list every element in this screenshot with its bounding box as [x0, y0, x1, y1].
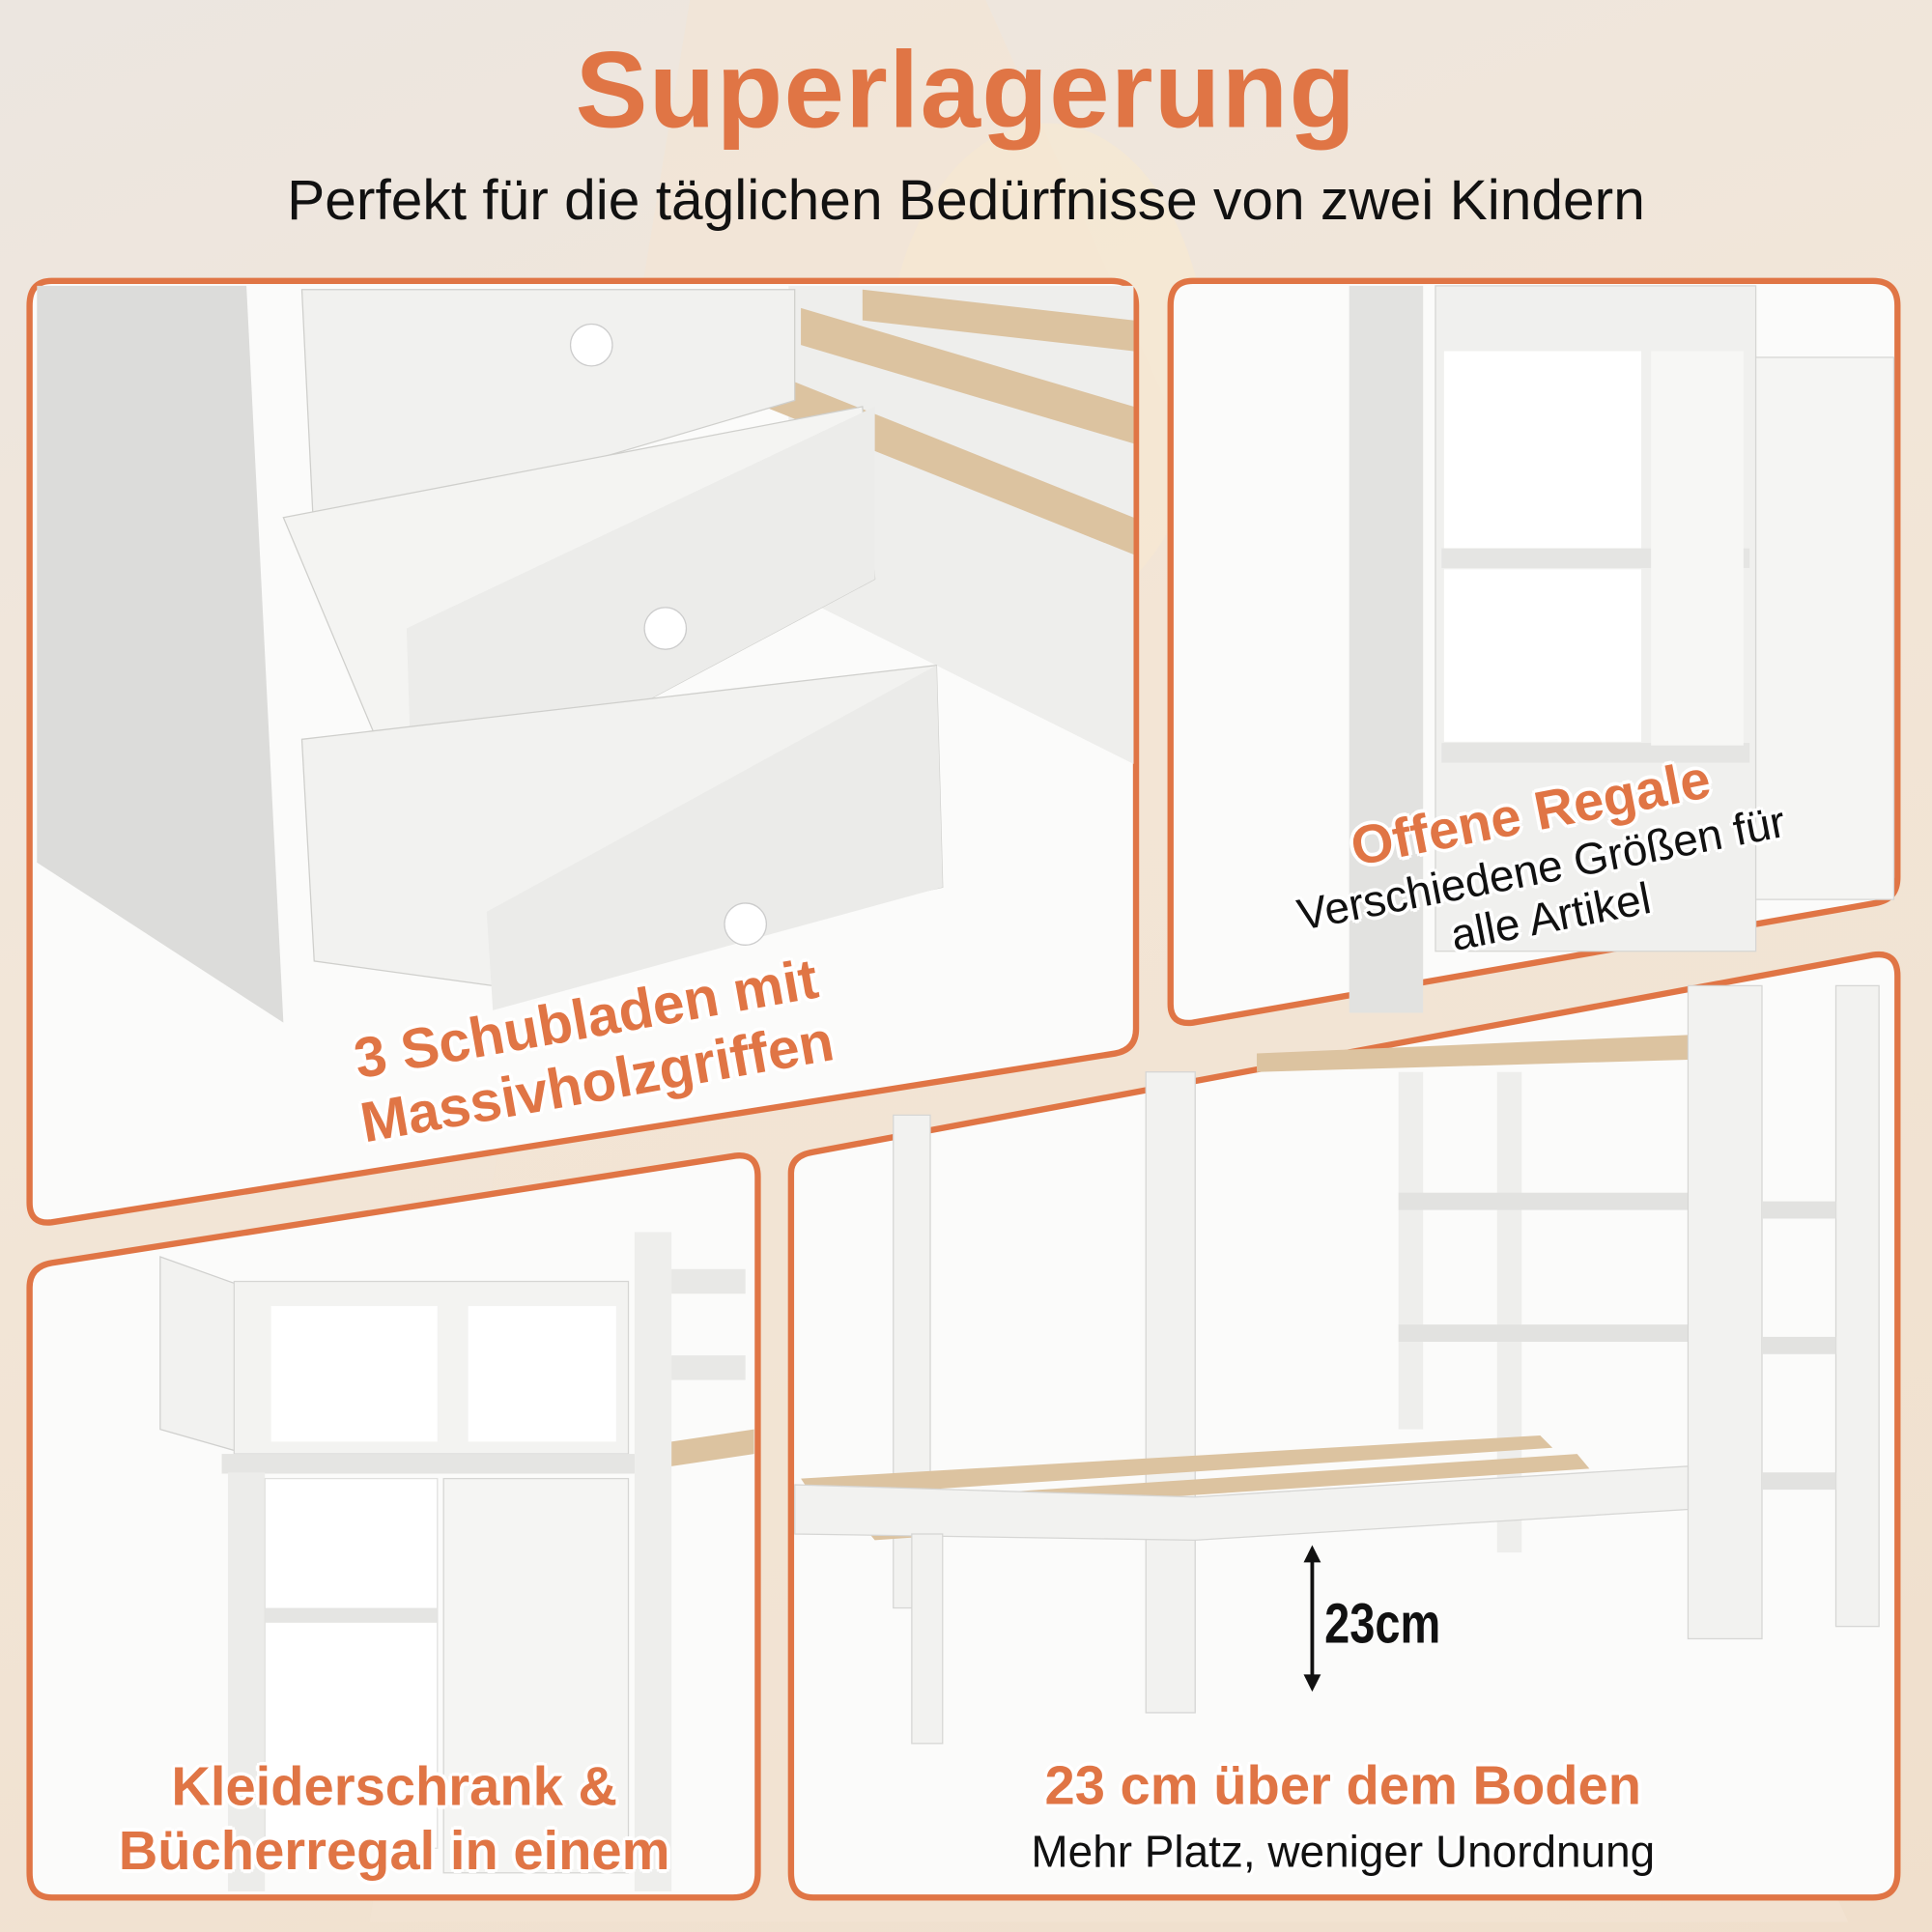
height-caption-subtitle: Mehr Platz, weniger Unordnung — [1031, 1826, 1656, 1877]
panel-height — [787, 951, 1901, 1901]
wardrobe-caption-line2: Bücherregal in einem — [118, 1821, 670, 1882]
panel-shelves — [1167, 277, 1901, 1027]
wardrobe-caption-line1: Kleiderschrank & — [171, 1756, 617, 1818]
wardrobe-caption: Kleiderschrank & Bücherregal in einem — [37, 1756, 752, 1885]
height-caption-title: 23 cm über dem Boden — [1044, 1755, 1642, 1817]
page-subtitle: Perfekt für die täglichen Bedürfnisse vo… — [287, 167, 1645, 232]
panel-wardrobe — [26, 1152, 761, 1901]
page-title: Superlagerung — [575, 28, 1357, 151]
panel-drawers — [26, 277, 1140, 1226]
height-measure-label: 23cm — [1324, 1590, 1441, 1656]
height-arrow-icon — [1303, 1545, 1321, 1692]
